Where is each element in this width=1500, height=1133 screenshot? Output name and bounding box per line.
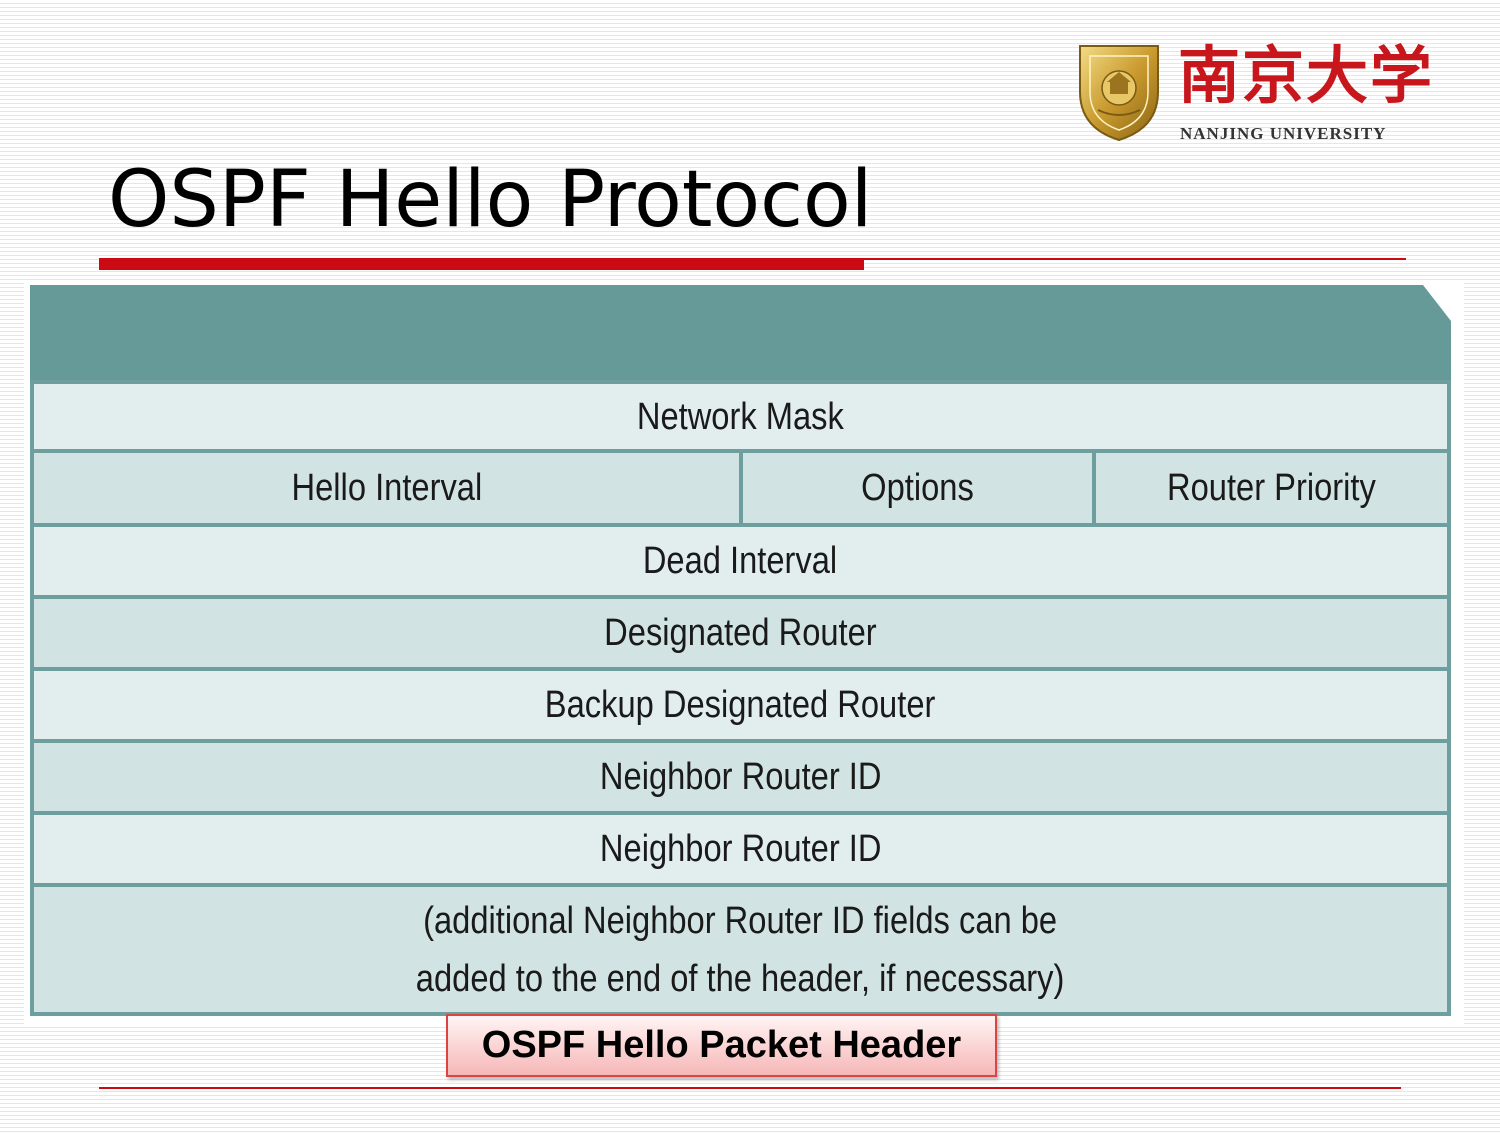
field-neighbor-router-id: Neighbor Router ID (30, 739, 1451, 815)
field-label: (additional Neighbor Router ID fields ca… (416, 899, 1065, 1000)
row-designated-router: Designated Router (30, 595, 1451, 671)
field-label: Network Mask (636, 395, 845, 438)
packet-header-band (30, 285, 1451, 382)
title-underline-thick (99, 258, 864, 270)
row-dead-interval: Dead Interval (30, 523, 1451, 599)
row-hello-options-priority: Hello Interval Options Router Priority (30, 449, 1451, 527)
field-label: Options (861, 467, 974, 509)
row-network-mask: Network Mask (30, 380, 1451, 453)
field-options: Options (739, 449, 1096, 527)
footer-divider (99, 1087, 1401, 1089)
field-router-priority: Router Priority (1092, 449, 1451, 527)
university-emblem-icon (1079, 45, 1159, 142)
row-backup-designated-router: Backup Designated Router (30, 667, 1451, 743)
field-neighbor-router-id: Neighbor Router ID (30, 811, 1451, 887)
field-label: Neighbor Router ID (599, 828, 882, 870)
slide-title: OSPF Hello Protocol (108, 155, 873, 245)
field-designated-router: Designated Router (30, 595, 1451, 671)
row-neighbor-router-id-1: Neighbor Router ID (30, 739, 1451, 815)
university-logo: 南京大学 NANJING UNIVERSITY (1074, 40, 1432, 148)
field-label: Dead Interval (643, 540, 838, 582)
field-label: Router Priority (1167, 467, 1376, 509)
diagram-caption: OSPF Hello Packet Header (446, 1014, 997, 1077)
row-neighbor-router-id-2: Neighbor Router ID (30, 811, 1451, 887)
field-label: Backup Designated Router (545, 684, 936, 726)
university-name-english: NANJING UNIVERSITY (1180, 124, 1387, 143)
field-hello-interval: Hello Interval (30, 449, 743, 527)
title-underline-thin (864, 258, 1406, 260)
field-network-mask: Network Mask (30, 380, 1451, 453)
field-label: Designated Router (604, 612, 877, 654)
row-additional-neighbor-ids: (additional Neighbor Router ID fields ca… (30, 883, 1451, 1016)
field-additional-neighbor-router-ids: (additional Neighbor Router ID fields ca… (30, 883, 1451, 1016)
university-name-chinese: 南京大学 (1178, 39, 1435, 112)
field-label: Hello Interval (291, 467, 482, 509)
field-backup-designated-router: Backup Designated Router (30, 667, 1451, 743)
field-dead-interval: Dead Interval (30, 523, 1451, 599)
field-label: Neighbor Router ID (599, 756, 882, 798)
